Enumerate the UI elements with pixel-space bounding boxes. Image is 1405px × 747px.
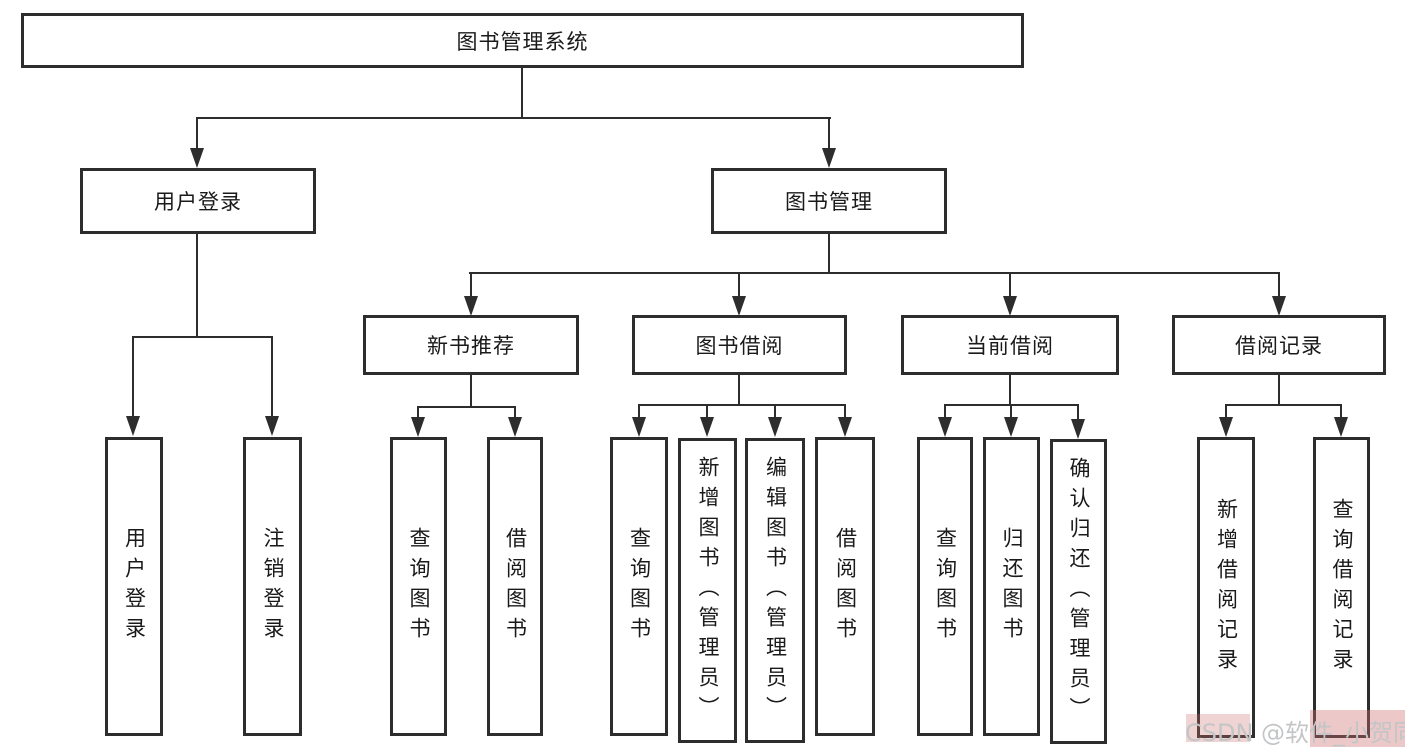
leaf-query-book-3: 查询图书 — [917, 437, 973, 736]
node-book-borrow: 图书借阅 — [632, 315, 847, 375]
node-borrow-records: 借阅记录 — [1172, 315, 1386, 375]
edge-g5-drop-2 — [1340, 404, 1342, 417]
edge-userlogin-stem — [196, 234, 198, 338]
edge-bookmgmt-drop-1 — [470, 272, 472, 298]
leaf-confirm-return-admin-label: 确认归还（管理员） — [1067, 456, 1091, 727]
edge-g4-drop-3 — [1077, 404, 1079, 421]
edge-g2-drop-1 — [417, 406, 419, 419]
edge-g2-stem — [470, 375, 472, 408]
node-new-book-recommend: 新书推荐 — [363, 315, 579, 375]
node-book-management-label: 图书管理 — [785, 190, 873, 214]
node-current-borrow-label: 当前借阅 — [966, 334, 1054, 358]
edge-g5-rail — [1225, 404, 1342, 406]
leaf-query-book-3-label: 查询图书 — [933, 526, 958, 647]
leaf-add-book-admin-label: 新增图书（管理员） — [696, 455, 720, 726]
leaf-user-login: 用户登录 — [105, 437, 163, 736]
leaf-logout: 注销登录 — [243, 437, 302, 736]
edge-bookmgmt-stem — [828, 234, 830, 274]
edge-userlogin-drop-1 — [132, 336, 134, 416]
node-book-borrow-label: 图书借阅 — [695, 334, 784, 358]
arrowhead-leaf-query-book-2 — [632, 417, 646, 437]
leaf-query-book-2-label: 查询图书 — [627, 526, 652, 647]
node-book-management: 图书管理 — [711, 168, 947, 234]
leaf-return-book-label: 归还图书 — [1000, 526, 1024, 647]
edge-root-drop-right — [828, 117, 830, 149]
edge-g4-stem — [1009, 375, 1011, 406]
arrowhead-leaf-logout — [265, 416, 279, 436]
arrowhead-book-management — [822, 148, 836, 168]
arrowhead-leaf-query-book-1 — [411, 417, 425, 437]
arrowhead-leaf-query-borrow-record — [1334, 417, 1348, 437]
edge-g3-drop-2 — [706, 404, 708, 419]
node-current-borrow: 当前借阅 — [901, 315, 1119, 375]
edge-root-stem — [521, 68, 523, 119]
arrowhead-leaf-borrow-book-2 — [838, 417, 852, 437]
edge-bookmgmt-rail — [469, 272, 1280, 274]
edge-g2-rail — [417, 406, 516, 408]
leaf-query-book-1-label: 查询图书 — [407, 526, 431, 647]
leaf-query-book-1: 查询图书 — [390, 437, 447, 736]
node-user-login: 用户登录 — [80, 168, 316, 234]
edge-g3-drop-1 — [638, 404, 640, 419]
leaf-add-book-admin: 新增图书（管理员） — [678, 438, 737, 743]
leaf-query-borrow-record-label: 查询借阅记录 — [1330, 497, 1354, 678]
edge-g2-drop-2 — [514, 406, 516, 419]
arrowhead-leaf-return-book — [1004, 417, 1018, 437]
node-borrow-records-label: 借阅记录 — [1235, 334, 1323, 358]
arrowhead-leaf-borrow-book-1 — [508, 417, 522, 437]
leaf-borrow-book-1-label: 借阅图书 — [503, 526, 528, 647]
edge-g3-drop-4 — [844, 404, 846, 419]
node-new-book-recommend-label: 新书推荐 — [427, 334, 515, 358]
leaf-borrow-book-1: 借阅图书 — [487, 437, 543, 736]
leaf-logout-label: 注销登录 — [261, 526, 285, 647]
edge-userlogin-rail — [132, 336, 273, 338]
node-user-login-label: 用户登录 — [154, 190, 242, 214]
edge-g3-stem — [738, 375, 740, 406]
arrowhead-leaf-add-book-admin — [700, 417, 714, 437]
arrowhead-leaf-query-book-3 — [938, 417, 952, 437]
leaf-add-borrow-record: 新增借阅记录 — [1197, 437, 1255, 738]
arrowhead-borrow-records — [1272, 296, 1286, 316]
edge-g4-drop-2 — [1010, 404, 1012, 419]
edge-bookmgmt-drop-3 — [1009, 272, 1011, 298]
edge-g5-stem — [1278, 375, 1280, 406]
arrowhead-book-borrow — [732, 296, 746, 316]
leaf-user-login-label: 用户登录 — [122, 526, 147, 647]
arrowhead-leaf-confirm-return — [1071, 419, 1085, 439]
node-root: 图书管理系统 — [21, 13, 1024, 68]
leaf-query-borrow-record: 查询借阅记录 — [1313, 437, 1370, 738]
arrowhead-leaf-edit-book-admin — [768, 417, 782, 437]
edge-bookmgmt-drop-2 — [738, 272, 740, 298]
leaf-add-borrow-record-label: 新增借阅记录 — [1214, 497, 1239, 678]
leaf-query-book-2: 查询图书 — [610, 437, 668, 736]
edge-g4-drop-1 — [944, 404, 946, 419]
edge-g5-drop-1 — [1225, 404, 1227, 417]
arrowhead-current-borrow — [1003, 296, 1017, 316]
edge-root-drop-left — [196, 117, 198, 149]
arrowhead-leaf-add-borrow-record — [1219, 417, 1233, 437]
leaf-borrow-book-2: 借阅图书 — [815, 437, 875, 736]
leaf-borrow-book-2-label: 借阅图书 — [833, 526, 858, 647]
leaf-edit-book-admin: 编辑图书（管理员） — [745, 438, 805, 743]
node-root-label: 图书管理系统 — [456, 29, 589, 54]
edge-g3-drop-3 — [774, 404, 776, 419]
leaf-edit-book-admin-label: 编辑图书（管理员） — [763, 455, 788, 726]
arrowhead-new-book-recommend — [464, 296, 478, 316]
leaf-confirm-return-admin: 确认归还（管理员） — [1050, 439, 1107, 744]
arrowhead-user-login — [190, 148, 204, 168]
edge-g3-rail — [638, 404, 846, 406]
arrowhead-leaf-user-login — [126, 416, 140, 436]
edge-bookmgmt-drop-4 — [1278, 272, 1280, 298]
edge-root-rail — [196, 117, 831, 119]
edge-userlogin-drop-2 — [271, 336, 273, 416]
leaf-return-book: 归还图书 — [983, 437, 1040, 736]
